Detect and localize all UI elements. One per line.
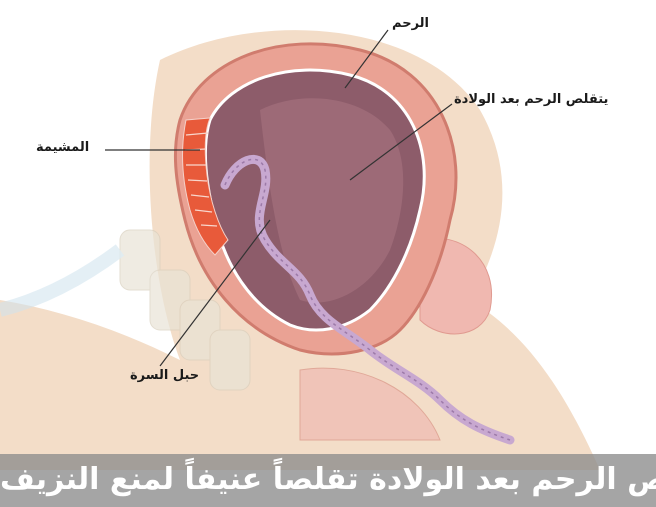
label-placenta: المشيمة — [36, 140, 89, 155]
label-uterus-contracts: يتقلص الرحم بعد الولادة — [454, 92, 608, 107]
label-umbilical-cord: حبل السرة — [130, 368, 199, 383]
label-uterus: الرحم — [392, 16, 429, 31]
caption: يتقلص الرحم بعد الولادة تقلصاً عنيفاً لم… — [0, 455, 646, 503]
